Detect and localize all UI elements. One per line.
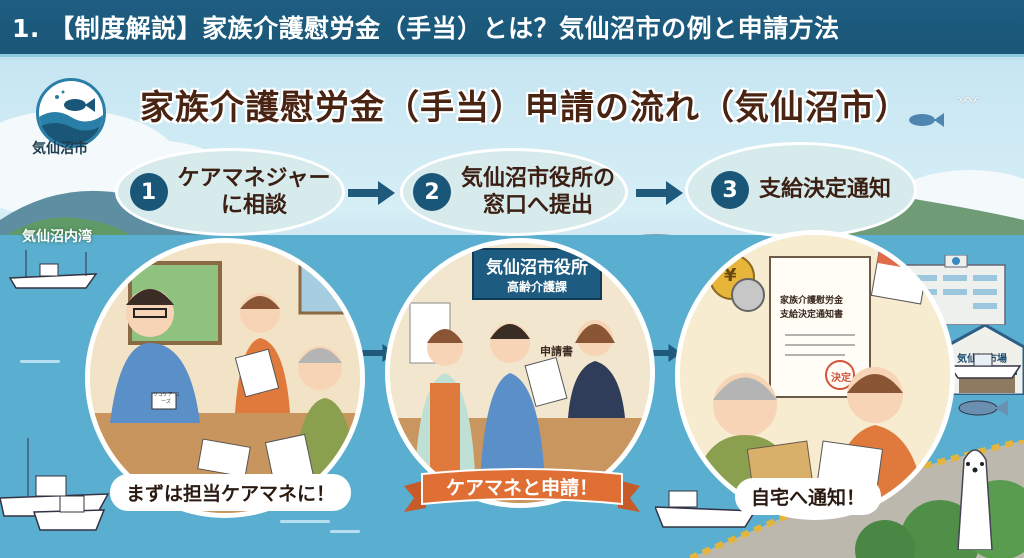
step-2-pill: 2 気仙沼市役所の 窓口へ提出: [400, 148, 628, 236]
step-label: 支給決定通知: [758, 177, 891, 203]
scene-2-city-hall: 気仙沼市役所 高齢介護課 申請書: [385, 238, 655, 508]
step-3-pill: 3 支給決定通知: [685, 142, 917, 238]
notification-illustration: [680, 235, 950, 515]
step-2-caption: ケアマネと申請！: [445, 477, 598, 499]
infographic-title: 家族介護慰労金（手当）申請の流れ（気仙沼市）: [140, 88, 910, 128]
consultation-illustration: [90, 243, 360, 513]
wave-decoration: [20, 360, 60, 363]
yen-coin-icon: ¥: [724, 265, 737, 286]
arrow-right-icon: [646, 344, 682, 362]
application-form-label: 申請書: [540, 345, 573, 358]
step-number-badge: 1: [129, 173, 168, 211]
step-label: ケアマネジャー に相談: [177, 165, 331, 219]
infographic-scene: 気仙沼市場 〰 気仙沼市 家族介護慰労金（: [0, 60, 1024, 558]
header-bar: 1. 【制度解説】家族介護慰労金（手当）とは？気仙沼市の例と申請方法: [0, 0, 1024, 57]
logo-label: 気仙沼市: [32, 141, 88, 157]
step-1-caption: まずは担当ケアマネに！: [110, 474, 352, 511]
bay-label: 気仙沼内湾: [22, 229, 92, 245]
wave-decoration: [280, 520, 330, 523]
sign-line-2: 高齢介護課: [506, 280, 567, 294]
city-logo: [36, 78, 106, 148]
ribbon-banner: [404, 468, 640, 512]
fishing-boat-icon: [8, 250, 98, 289]
name-badge: リコケア コーズ: [152, 392, 180, 405]
seagull-icon: 〰: [958, 88, 978, 112]
fishing-boat-icon: [0, 438, 110, 531]
letter-title-line-1: 家族介護慰労金: [780, 296, 844, 306]
step-1-pill: 1 ケアマネジャー に相談: [115, 148, 345, 236]
arrow-right-icon: [636, 181, 683, 205]
wave-decoration: [330, 530, 360, 533]
fishing-boat-icon: [950, 353, 1022, 379]
section-heading: 1. 【制度解説】家族介護慰労金（手当）とは？気仙沼市の例と申請方法: [12, 14, 840, 43]
fishing-boat-icon: [655, 490, 757, 528]
step-number-badge: 3: [710, 171, 749, 209]
step-number-badge: 2: [412, 173, 451, 211]
seal-mascot-icon: [957, 449, 993, 550]
step-label: 気仙沼市役所の 窓口へ提出: [460, 165, 615, 219]
step-3-caption: 自宅へ通知！: [735, 478, 882, 515]
fish-wave-logo-icon: [39, 90, 103, 145]
scene-3-notification: 家族介護慰労金 支給決定通知書 決定 ¥: [675, 230, 955, 520]
city-hall-sign: 気仙沼市役所 高齢介護課: [472, 248, 602, 300]
approval-stamp: 決定: [831, 373, 851, 384]
tuna-icon: [958, 400, 1008, 416]
arrow-right-icon: [348, 181, 395, 205]
city-hall-counter-illustration: [390, 243, 650, 503]
fish-icon: [909, 113, 944, 127]
sign-line-1: 気仙沼市役所: [486, 258, 588, 278]
letter-title-line-2: 支給決定通知書: [780, 310, 844, 320]
